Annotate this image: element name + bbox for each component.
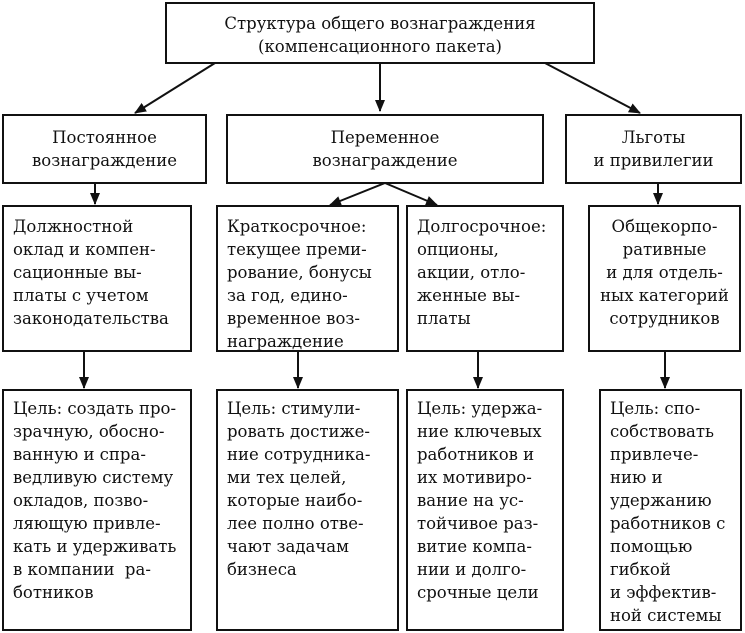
- goal-shortterm-box: Цель: стимули- ровать достиже- ние сотру…: [216, 389, 399, 631]
- root-box: Структура общего вознаграждения (компенс…: [165, 2, 595, 64]
- root-title: Структура общего вознаграждения: [224, 14, 536, 33]
- category-variable-label: Переменное вознаграждение: [312, 128, 458, 170]
- category-variable-box: Переменное вознаграждение: [226, 114, 544, 184]
- goal-benefits-box: Цель: спо- собствовать привлече- нию и у…: [599, 389, 742, 631]
- type-shortterm-box: Краткосрочное: текущее преми- рование, б…: [216, 205, 399, 352]
- type-fixed-text: Должностной оклад и компен- сационные вы…: [13, 217, 169, 328]
- goal-longterm-text: Цель: удержа- ние ключевых работников и …: [417, 399, 543, 602]
- goal-fixed-box: Цель: создать про- зрачную, обосно- ванн…: [2, 389, 192, 631]
- category-fixed-label: Постоянное вознаграждение: [32, 128, 177, 170]
- goal-benefits-text: Цель: спо- собствовать привлече- нию и у…: [610, 399, 726, 625]
- category-benefits-box: Льготы и привилегии: [565, 114, 742, 184]
- root-subtitle: (компенсационного пакета): [258, 37, 502, 56]
- type-fixed-box: Должностной оклад и компен- сационные вы…: [2, 205, 192, 352]
- arrow-variable-to-short: [329, 182, 386, 206]
- goal-fixed-text: Цель: создать про- зрачную, обосно- ванн…: [13, 399, 177, 602]
- type-longterm-text: Долгосрочное: опционы, акции, отло- женн…: [417, 217, 547, 328]
- goal-shortterm-text: Цель: стимули- ровать достиже- ние сотру…: [227, 399, 371, 579]
- category-fixed-box: Постоянное вознаграждение: [2, 114, 207, 184]
- type-benefits-box: Общекорпо- ративные и для отдель- ных ка…: [588, 205, 741, 352]
- arrow-root-to-benefits: [544, 62, 641, 114]
- arrow-variable-to-long: [384, 182, 438, 206]
- type-longterm-box: Долгосрочное: опционы, акции, отло- женн…: [406, 205, 564, 352]
- category-benefits-label: Льготы и привилегии: [593, 128, 714, 170]
- goal-longterm-box: Цель: удержа- ние ключевых работников и …: [406, 389, 564, 631]
- type-benefits-text: Общекорпо- ративные и для отдель- ных ка…: [600, 217, 729, 328]
- type-shortterm-text: Краткосрочное: текущее преми- рование, б…: [227, 217, 372, 351]
- arrow-root-to-fixed: [134, 62, 216, 114]
